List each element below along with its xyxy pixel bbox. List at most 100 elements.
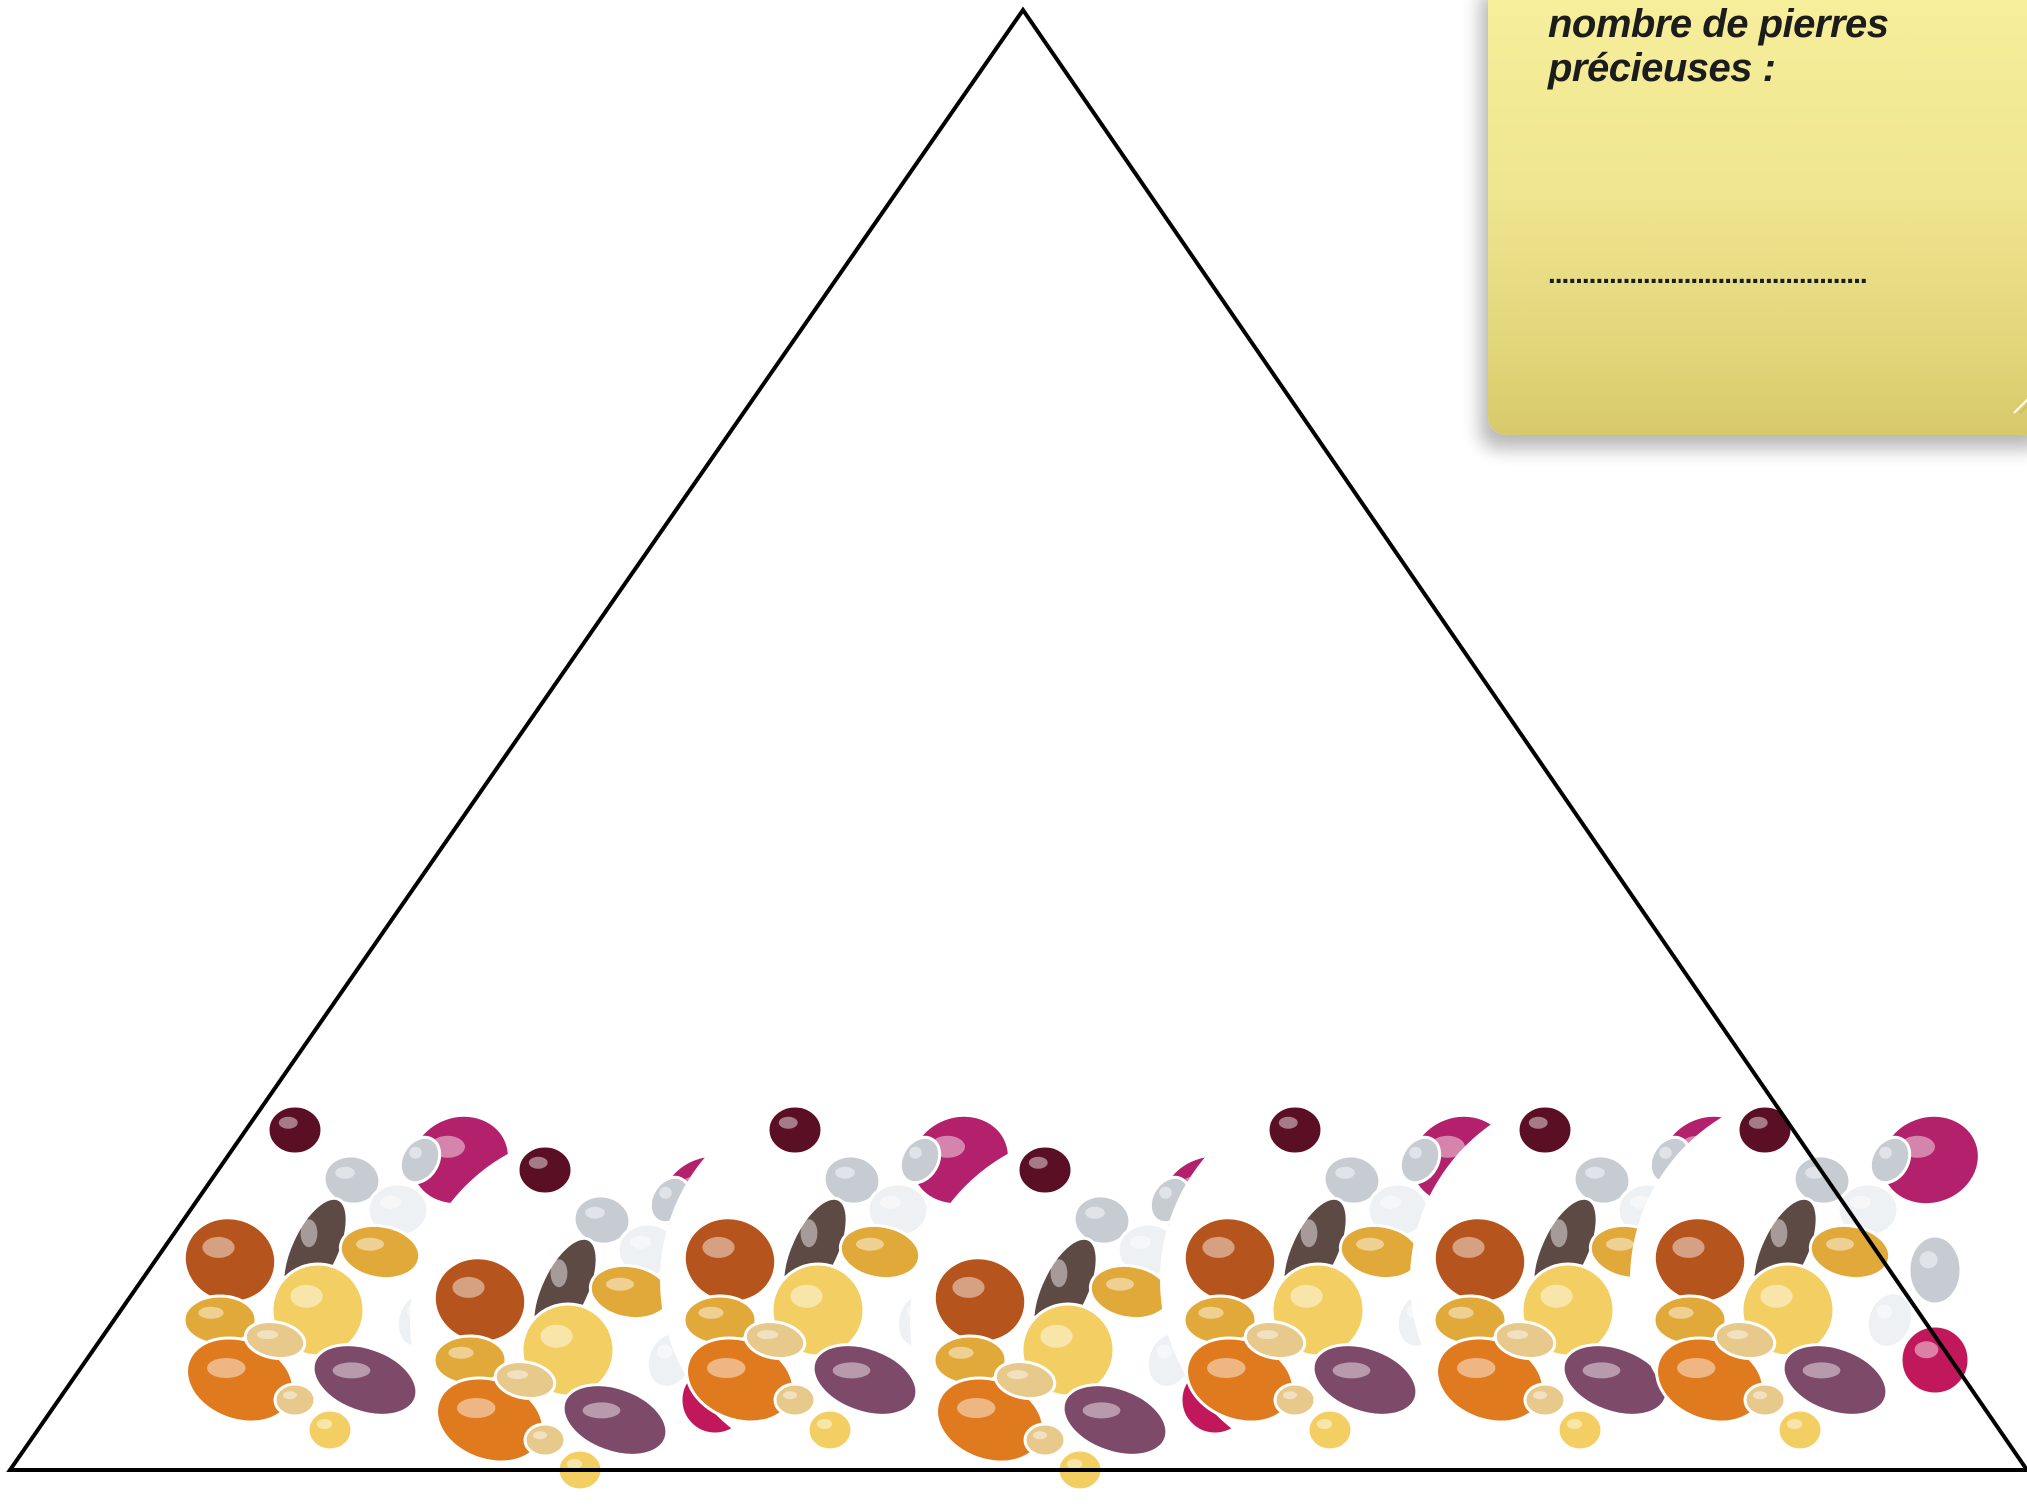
- gem-highlight: [1914, 1341, 1939, 1359]
- gem: [561, 1383, 669, 1457]
- gem-highlight: [1659, 1146, 1672, 1159]
- gem: [322, 1154, 382, 1206]
- gem-highlight: [1606, 1237, 1634, 1251]
- answer-line: ........................................…: [1548, 258, 1868, 289]
- gem-highlight: [656, 1344, 673, 1359]
- gem-highlight: [528, 1156, 548, 1169]
- gem-highlight: [300, 1219, 318, 1248]
- gem-pile: [160, 1090, 2010, 1510]
- gem: [1713, 1320, 1777, 1360]
- gem: [1016, 1144, 1074, 1196]
- gem-highlight: [630, 1235, 651, 1249]
- gem-highlight: [1760, 1284, 1793, 1308]
- gem-highlight: [1919, 1251, 1938, 1269]
- gem: [811, 1343, 919, 1417]
- gem-highlight: [1283, 1391, 1297, 1400]
- gem-highlight: [1156, 1344, 1173, 1359]
- gem-highlight: [1540, 1284, 1573, 1308]
- gem-highlight: [948, 1346, 974, 1359]
- gem-highlight: [1335, 1166, 1355, 1179]
- gem: [1266, 1104, 1324, 1156]
- gem-highlight: [283, 1391, 297, 1400]
- gem-highlight: [507, 1370, 528, 1380]
- gem: [1572, 1154, 1632, 1206]
- gem-highlight: [707, 1358, 746, 1378]
- gem: [523, 1422, 567, 1458]
- gem: [1899, 1324, 1971, 1396]
- gem-highlight: [409, 1146, 422, 1159]
- gem-highlight: [550, 1259, 568, 1288]
- gem: [1556, 1408, 1604, 1452]
- gem-highlight: [1356, 1237, 1384, 1251]
- gem: [1311, 1343, 1419, 1417]
- gem-highlight: [207, 1358, 246, 1378]
- page-curl-icon: [2013, 398, 2027, 414]
- gem-highlight: [1198, 1306, 1224, 1319]
- gem: [1243, 1320, 1307, 1360]
- gem-highlight: [585, 1206, 605, 1219]
- gem-highlight: [202, 1236, 235, 1258]
- gem: [266, 1104, 324, 1156]
- gem: [338, 1223, 422, 1281]
- gem-highlight: [1066, 1459, 1083, 1469]
- gem-highlight: [448, 1346, 474, 1359]
- gem-highlight: [1585, 1166, 1605, 1179]
- gem-highlight: [702, 1236, 735, 1258]
- gem-highlight: [1380, 1195, 1401, 1209]
- gem: [766, 1104, 824, 1156]
- gem: [773, 1382, 817, 1418]
- gem-highlight: [909, 1146, 922, 1159]
- gem: [1493, 1320, 1557, 1360]
- gem-highlight: [1748, 1116, 1768, 1129]
- gem: [1072, 1194, 1132, 1246]
- gem-highlight: [757, 1330, 778, 1340]
- gem: [1061, 1383, 1169, 1457]
- gem: [743, 1320, 807, 1360]
- gem-highlight: [1876, 1304, 1893, 1319]
- gem-highlight: [957, 1398, 996, 1418]
- gem: [1781, 1343, 1889, 1417]
- gem: [1322, 1154, 1382, 1206]
- gem: [1306, 1408, 1354, 1452]
- gem: [1868, 1135, 1912, 1185]
- gem-highlight: [1452, 1236, 1485, 1258]
- gem-highlight: [1770, 1219, 1788, 1248]
- gem-highlight: [540, 1324, 573, 1348]
- gem-highlight: [1668, 1306, 1694, 1319]
- gem: [398, 1135, 442, 1185]
- gem-highlight: [1566, 1419, 1583, 1429]
- gem-highlight: [1278, 1116, 1298, 1129]
- gem: [1398, 1135, 1442, 1185]
- gem-highlight: [1850, 1195, 1871, 1209]
- gem-highlight: [566, 1459, 583, 1469]
- gem: [311, 1343, 419, 1417]
- gem: [516, 1144, 574, 1196]
- gem-highlight: [800, 1219, 818, 1248]
- gem-highlight: [880, 1195, 901, 1209]
- gem: [1561, 1343, 1669, 1417]
- gem-highlight: [1533, 1391, 1547, 1400]
- gem-highlight: [659, 1186, 672, 1199]
- note-label: nombre de pierres précieuses :: [1548, 2, 1889, 90]
- gem: [993, 1360, 1057, 1400]
- gem-highlight: [582, 1402, 621, 1419]
- gem-highlight: [278, 1116, 298, 1129]
- gem-highlight: [1316, 1419, 1333, 1429]
- gem-highlight: [1677, 1358, 1716, 1378]
- gem: [806, 1408, 854, 1452]
- gem-highlight: [606, 1277, 634, 1291]
- gem-highlight: [1879, 1146, 1892, 1159]
- gem: [1776, 1408, 1824, 1452]
- gem-highlight: [1409, 1146, 1422, 1159]
- gem-highlight: [1130, 1235, 1151, 1249]
- gem-highlight: [380, 1195, 401, 1209]
- gem: [1023, 1422, 1067, 1458]
- gem-highlight: [1448, 1306, 1474, 1319]
- gem: [1907, 1234, 1963, 1306]
- gem-highlight: [1753, 1391, 1767, 1400]
- gem-highlight: [452, 1276, 485, 1298]
- gem-cluster: [1630, 1090, 2010, 1470]
- gem: [898, 1135, 942, 1185]
- gem: [243, 1320, 307, 1360]
